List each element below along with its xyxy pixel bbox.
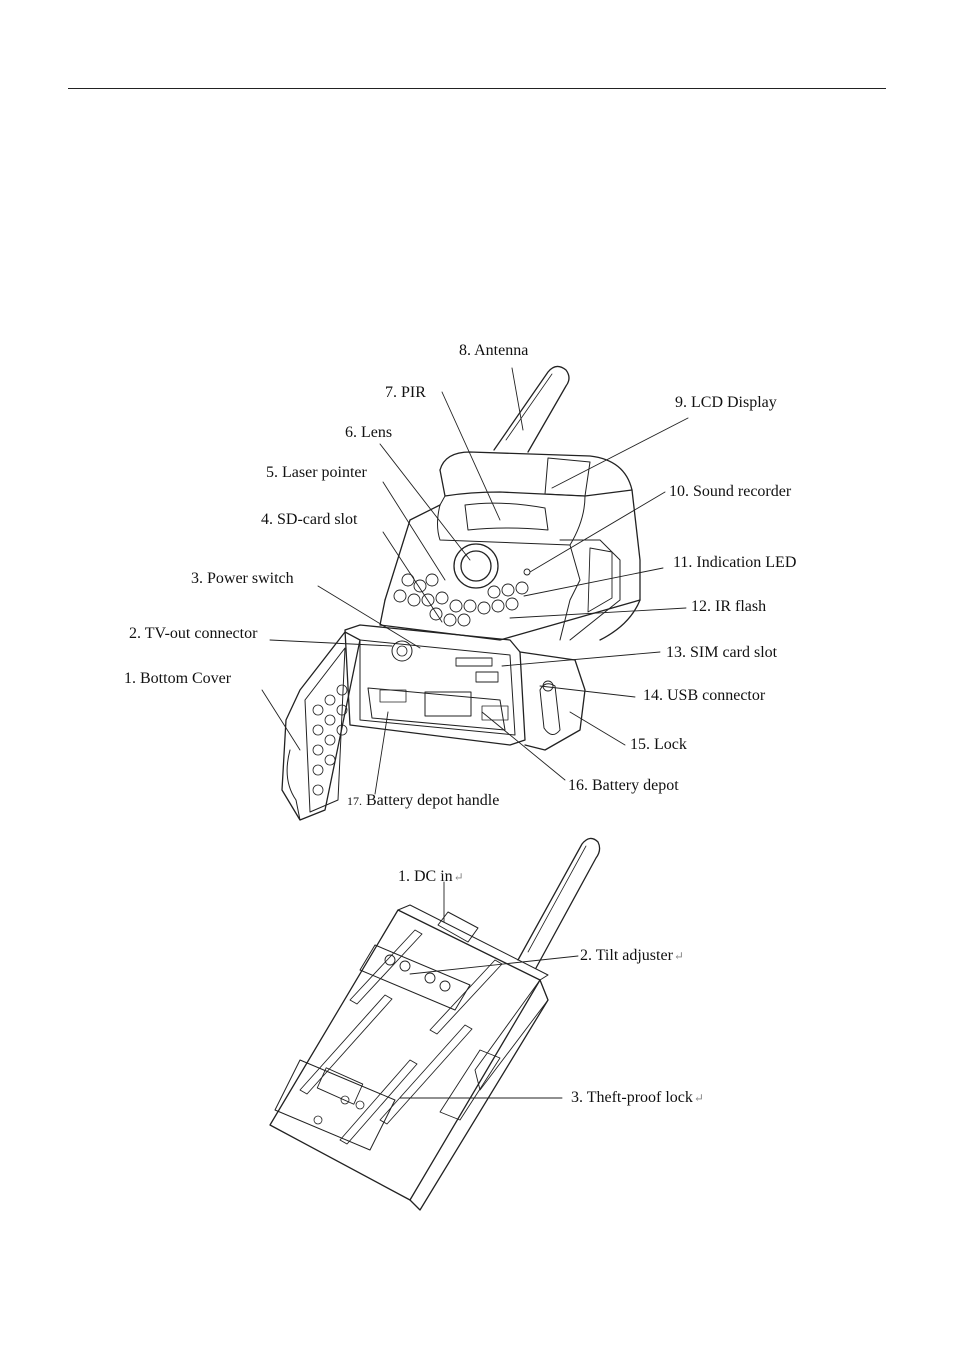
label-indication-led: 11. Indication LED	[673, 554, 797, 571]
return-mark: ↵	[453, 870, 464, 884]
label-laser-pointer: 5. Laser pointer	[266, 464, 367, 481]
label-lcd-display: 9. LCD Display	[675, 394, 777, 411]
label-sim-card-slot: 13. SIM card slot	[666, 644, 778, 661]
label-dc-in: 1. DC in↵	[398, 868, 464, 886]
label-sound-recorder: 10. Sound recorder	[669, 483, 792, 500]
label-bottom-cover: 1. Bottom Cover	[124, 670, 232, 687]
top-camera-illustration	[281, 365, 641, 821]
label-tv-out-connector: 2. TV-out connector	[129, 625, 258, 642]
return-mark: ↵	[673, 949, 684, 963]
label-battery-depot: 16. Battery depot	[568, 777, 679, 794]
label-tilt-adjuster: 2. Tilt adjuster↵	[580, 947, 684, 965]
label-ir-flash: 12. IR flash	[691, 598, 767, 615]
label-battery-depot-handle-number: 17.	[347, 794, 362, 808]
header-rule	[68, 88, 886, 89]
return-mark: ↵	[693, 1091, 704, 1105]
label-theft-proof-lock: 3. Theft-proof lock↵	[571, 1089, 704, 1107]
label-usb-connector: 14. USB connector	[643, 687, 766, 704]
label-sd-card-slot: 4. SD-card slot	[261, 511, 358, 528]
label-antenna: 8. Antenna	[459, 342, 529, 359]
label-dc-in-text: 1. DC in	[398, 868, 453, 885]
bottom-camera-illustration	[269, 837, 601, 1211]
bottom-leader-lines	[399, 881, 579, 1099]
label-tilt-adjuster-text: 2. Tilt adjuster	[580, 947, 673, 964]
label-theft-proof-lock-text: 3. Theft-proof lock	[571, 1089, 693, 1106]
label-pir: 7. PIR	[385, 384, 426, 401]
label-lock: 15. Lock	[630, 736, 687, 753]
label-lens: 6. Lens	[345, 424, 393, 441]
label-power-switch: 3. Power switch	[191, 570, 294, 587]
top-leader-lines	[261, 367, 689, 795]
label-battery-depot-handle: 17. Battery depot handle	[347, 792, 499, 810]
label-battery-depot-handle-text: Battery depot handle	[362, 792, 500, 809]
